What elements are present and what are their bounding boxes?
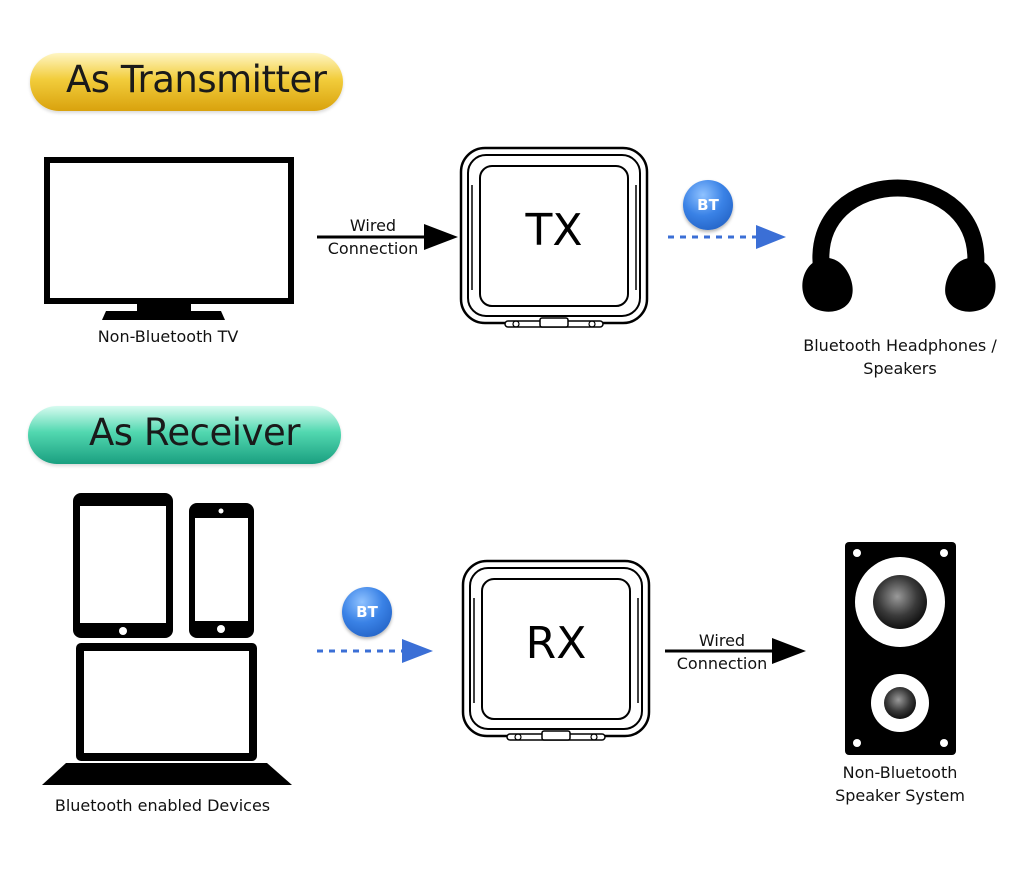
transmitter-wired-label-1: Wired bbox=[349, 216, 397, 235]
receiver-wired-label-2: Connection bbox=[676, 654, 768, 673]
transmitter-device-label: TX bbox=[525, 205, 583, 256]
receiver-heading-pill bbox=[28, 406, 341, 464]
adapter-icon bbox=[461, 559, 651, 741]
transmitter-wired-label-2: Connection bbox=[327, 239, 419, 258]
receiver-source-label: Bluetooth enabled Devices bbox=[54, 796, 271, 815]
tx-bluetooth-arrow bbox=[668, 225, 786, 249]
receiver-device-label: RX bbox=[525, 618, 587, 669]
receiver-target-label-2: Speaker System bbox=[835, 786, 965, 805]
rx-wired-arrow bbox=[665, 638, 806, 664]
transmitter-bluetooth-badge: BT bbox=[683, 180, 733, 230]
receiver-target-label-1: Non-Bluetooth bbox=[842, 763, 958, 782]
tx-wired-arrow bbox=[317, 224, 458, 250]
transmitter-target-label-2: Speakers bbox=[863, 359, 937, 378]
speaker-icon bbox=[845, 542, 956, 755]
laptop-icon bbox=[42, 643, 292, 785]
tablet-icon bbox=[73, 493, 173, 638]
transmitter-target-label-1: Bluetooth Headphones / bbox=[803, 336, 997, 355]
rx-bluetooth-arrow bbox=[317, 639, 433, 663]
transmitter-heading-pill bbox=[30, 53, 343, 111]
receiver-wired-label-1: Wired bbox=[698, 631, 746, 650]
tv-icon bbox=[44, 157, 294, 320]
transmitter-source-label: Non-Bluetooth TV bbox=[97, 327, 239, 346]
adapter-icon bbox=[459, 146, 649, 328]
headphones-icon bbox=[802, 179, 996, 312]
receiver-bluetooth-badge: BT bbox=[342, 587, 392, 637]
transmitter-heading: As Transmitter bbox=[66, 58, 327, 101]
phone-icon bbox=[189, 503, 254, 638]
receiver-heading: As Receiver bbox=[89, 411, 300, 454]
